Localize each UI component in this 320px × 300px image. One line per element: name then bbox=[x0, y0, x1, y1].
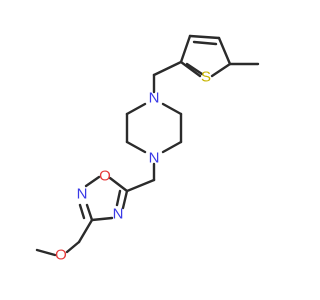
atom-sulfur: S bbox=[201, 69, 211, 86]
oxadiazole-ring bbox=[78, 175, 129, 222]
atom-methoxy-oxygen: O bbox=[55, 247, 67, 264]
thiophene-ring bbox=[179, 34, 260, 78]
bond bbox=[77, 218, 94, 244]
molecule-structure: N N S O N N O bbox=[35, 34, 260, 264]
bond bbox=[115, 189, 122, 207]
bond bbox=[108, 176, 129, 193]
bond bbox=[65, 240, 81, 254]
piperazine-ring bbox=[125, 102, 183, 154]
bond bbox=[125, 102, 147, 116]
bond bbox=[78, 203, 86, 220]
bond bbox=[188, 34, 221, 40]
bond bbox=[161, 102, 183, 116]
bond bbox=[125, 140, 147, 154]
atom-oxadiazole-n-right: N bbox=[113, 206, 124, 223]
bond bbox=[152, 60, 183, 77]
bond bbox=[35, 248, 57, 257]
bond bbox=[90, 216, 114, 222]
bond bbox=[192, 40, 218, 46]
bond bbox=[84, 175, 101, 188]
bond bbox=[125, 178, 156, 193]
bond bbox=[179, 34, 192, 64]
atom-oxadiazole-oxygen: O bbox=[99, 168, 111, 185]
bond bbox=[185, 62, 204, 76]
bond bbox=[85, 203, 94, 222]
atom-oxadiazole-n-left: N bbox=[77, 186, 88, 203]
bond bbox=[161, 140, 183, 154]
atom-n-top: N bbox=[149, 90, 160, 107]
bond bbox=[210, 62, 232, 78]
atom-n-bottom: N bbox=[149, 150, 160, 167]
structure-canvas: N N S O N N O bbox=[35, 34, 260, 264]
bond bbox=[121, 189, 129, 210]
bond bbox=[217, 36, 232, 66]
bond bbox=[179, 60, 202, 78]
